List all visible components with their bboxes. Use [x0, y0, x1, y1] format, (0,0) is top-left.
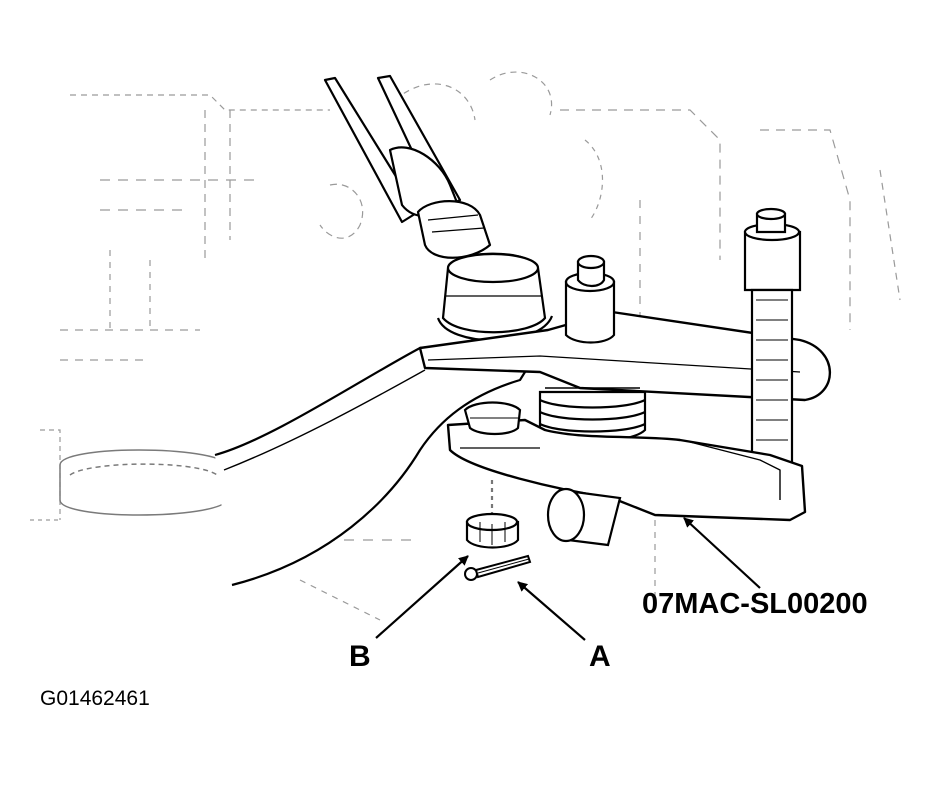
arrow-a [517, 581, 586, 641]
breaker-bar [323, 74, 492, 259]
castle-nut [465, 512, 520, 549]
control-arm [214, 333, 550, 587]
leader-arrows [375, 517, 761, 641]
callout-b-label: B [349, 640, 371, 673]
background-housing [30, 71, 901, 621]
arrow-b [375, 555, 469, 639]
socket [436, 252, 554, 342]
upper-plate [418, 310, 831, 402]
callout-a-label: A [589, 640, 611, 673]
post [564, 254, 616, 344]
cylinder [546, 487, 622, 547]
spindle [743, 207, 802, 467]
arrow-tool [683, 517, 761, 589]
tool-callout-label: 07MAC-SL00200 [642, 588, 868, 620]
cotter-pin [464, 554, 532, 581]
pedestal [59, 449, 229, 516]
figure-code: G01462461 [40, 687, 150, 710]
lower-jaw [446, 418, 807, 522]
stud-nut [463, 401, 522, 520]
